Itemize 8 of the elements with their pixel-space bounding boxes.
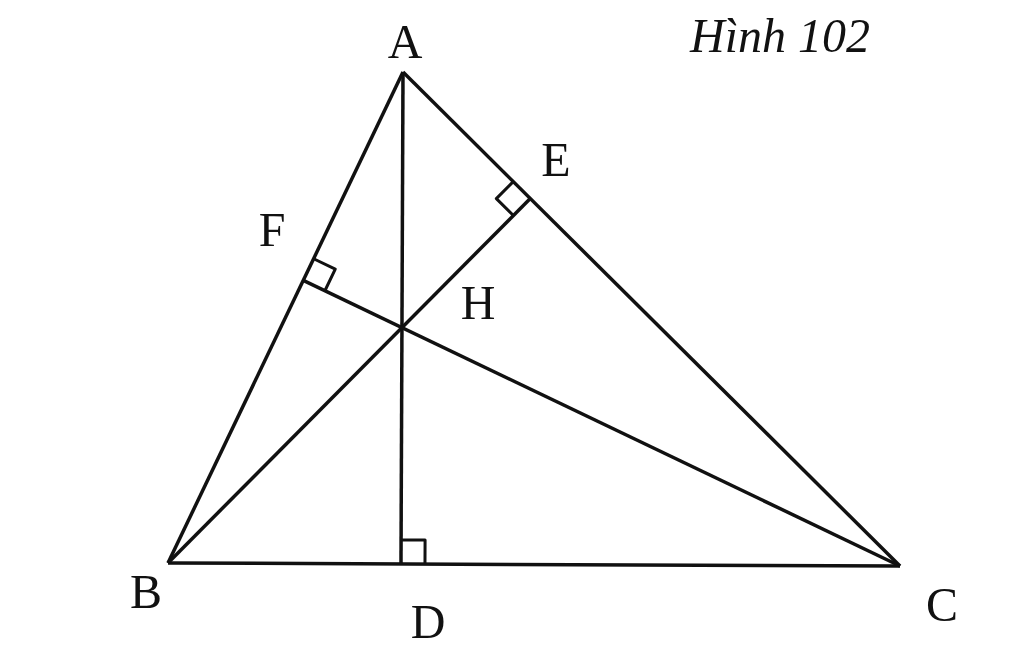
point-label: E bbox=[541, 136, 571, 184]
point-label: F bbox=[258, 206, 286, 254]
point-label: C bbox=[926, 581, 958, 629]
point-label: A bbox=[387, 18, 423, 66]
figure-title: Hình 102 bbox=[690, 12, 870, 60]
point-label: H bbox=[460, 279, 496, 327]
point-label: B bbox=[130, 568, 162, 616]
point-label: D bbox=[410, 598, 446, 646]
